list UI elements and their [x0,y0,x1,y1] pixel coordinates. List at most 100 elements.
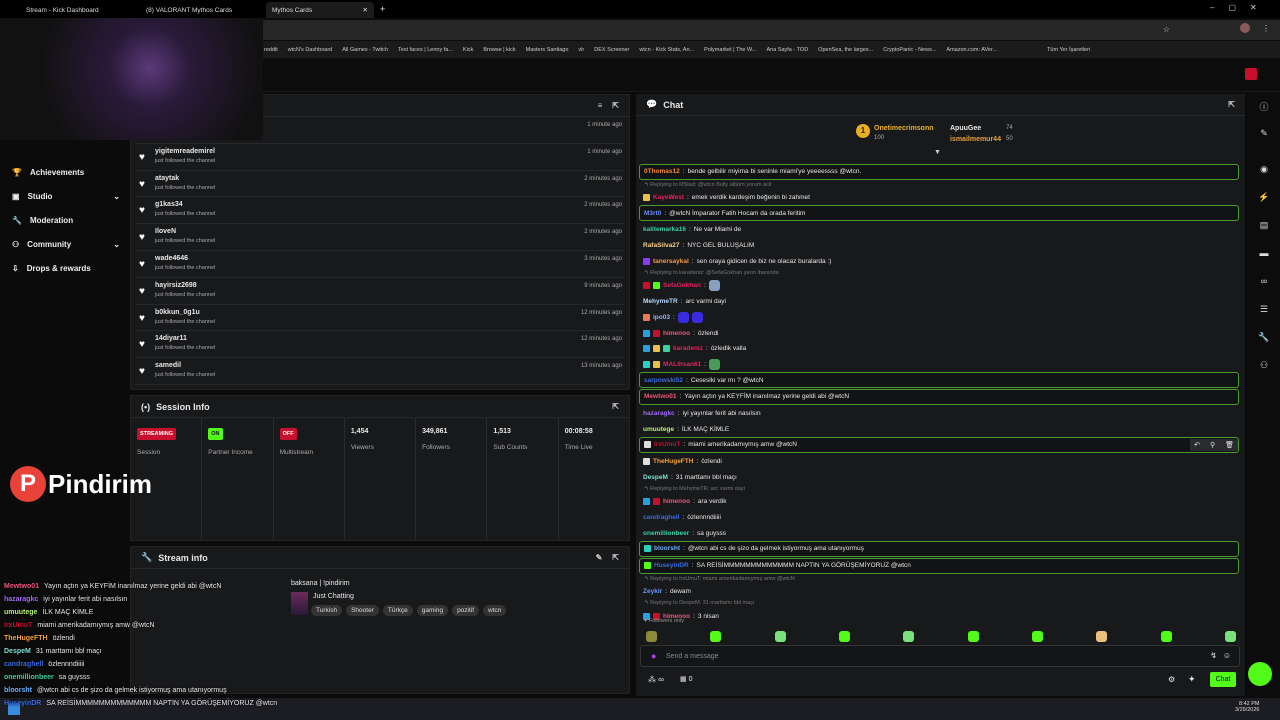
bookmark-item[interactable]: Kick [462,46,474,53]
chat-input[interactable]: ● Send a message ↯ ☺ [640,645,1240,667]
chat-message-row[interactable]: ipo03: [639,310,1239,326]
chat-message-row[interactable]: SefaGokhan: [639,278,1239,294]
chat-username[interactable]: MehymeTR [643,298,678,306]
pinned-toggle-icon[interactable]: ▼ [934,149,941,156]
chat-username[interactable]: Zeykir [643,587,663,595]
chat-username[interactable]: candraghell [643,514,680,522]
emote-icon[interactable] [967,631,979,642]
profile-avatar[interactable] [1240,23,1250,33]
delete-icon[interactable]: 🗑 [1225,441,1234,449]
chat-message-row[interactable]: himenoo:özlendi [639,325,1239,341]
bookmark-item[interactable]: Tüm Yer İşaretleri [1047,46,1091,53]
menu-icon[interactable]: ⋮ [1262,24,1270,33]
channel-points[interactable]: ⁂ ∞ [648,675,664,684]
sidebar-item-community[interactable]: ⚇Community⌄ [12,240,120,249]
chat-username[interactable]: DespeM [643,473,668,481]
emote-icon[interactable] [710,631,722,642]
chat-message-row[interactable]: TheHugeFTH:özlendi [639,454,1239,470]
bookmark-item[interactable]: Ana Sayfa - TOD [766,46,809,53]
emote-icon[interactable] [1031,631,1043,642]
chat-username[interactable]: himenoo [663,329,691,337]
emote-icon[interactable] [774,631,786,642]
chat-message-row[interactable]: IrxUmuT:miami amerikadamıymış amw @wtcN↶… [639,437,1239,453]
leaderboard-third-name[interactable]: ismailmemur44 [950,136,1001,143]
chat-username[interactable]: himenoo [663,612,691,620]
emote-icon[interactable] [646,631,657,642]
bookmark-item[interactable]: wtcN's Dashboard [287,46,333,53]
popout-icon[interactable]: ⇱ [612,402,619,411]
chat-message-row[interactable]: karadeniz:özledik valla [639,341,1239,357]
users-icon[interactable]: ⚇ [1259,360,1269,370]
chat-username[interactable]: M3rt0 [644,209,662,217]
chat-message-row[interactable]: onemillionbeer:sa guysss [639,525,1239,541]
chat-username[interactable]: onemillionbeer [643,529,690,537]
bookmark-item[interactable]: vlr [578,46,585,53]
chat-username[interactable]: TheHugeFTH [653,458,694,466]
popout-icon[interactable]: ⇱ [1228,100,1235,109]
puzzle-icon[interactable]: ✦ [1188,674,1196,684]
leaderboard-second-name[interactable]: ApuuGee [950,125,982,132]
stack-icon[interactable]: ☰ [1259,304,1269,314]
info-icon[interactable]: ⓘ [1259,102,1269,112]
chat-username[interactable]: kalitemarka16 [643,226,687,234]
bookmark-item[interactable]: reddit [264,46,278,53]
emote-icon[interactable] [903,631,915,642]
chat-message-row[interactable]: MehymeTR:arc varmi dayi [639,294,1239,310]
bookmark-item[interactable]: CryptoPanic - News... [883,46,937,53]
new-tab-icon[interactable]: + [380,4,386,14]
chat-message-row[interactable]: himenoo:ara verdik [639,494,1239,510]
chat-username[interactable]: 0Thomas12 [644,168,680,176]
sidebar-item-studio[interactable]: ▣Studio⌄ [12,192,120,201]
stream-tag[interactable]: pozitif [452,605,480,616]
bookmark-item[interactable]: All Games - Twitch [342,46,388,53]
chat-username[interactable]: KayeWest [653,194,684,202]
bolt-icon[interactable]: ⚡ [1258,192,1270,202]
sidebar-item-achievements[interactable]: 🏆Achievements [12,168,120,177]
chat-message-row[interactable]: umuutege:İLK MAÇ KİMLE [639,421,1239,437]
chat-message-row[interactable]: MALihsan61: [639,357,1239,373]
emote-icon[interactable] [1224,631,1236,642]
bookmark-item[interactable]: Amazon.com: AVer... [946,46,998,53]
chat-username[interactable]: umuutege [643,425,675,433]
store-button[interactable]: ▦ 0 [680,676,693,683]
chat-message-row[interactable]: Mewtwo01:Yayın açtın ya KEYFİM inanılmaz… [639,388,1239,405]
chat-message-row[interactable]: HuseyinDR:SA REİSİMMMMMMMMMMMMM NAPTIN Y… [639,557,1239,574]
emote-icon[interactable] [1160,631,1172,642]
bookmark-item[interactable]: OpenSea, the larges... [818,46,874,53]
chat-username[interactable]: SefaGokhan [663,282,701,290]
emoji-icon[interactable]: ☺ [1222,651,1231,660]
popout-icon[interactable]: ⇱ [612,101,619,110]
settings-icon[interactable]: ⚙ [1168,675,1176,684]
popout-icon[interactable]: ⇱ [612,553,619,562]
chat-username[interactable]: karadeniz [673,345,703,353]
chat-message-row[interactable]: hazaragkc:iyi yayınlar ferit abi nasılsı… [639,406,1239,422]
chat-message-row[interactable]: kalitemarka16:Ne var Miami de [639,222,1239,238]
windows-start-icon[interactable] [8,703,20,715]
microphone-icon[interactable]: ● [651,651,657,661]
edit-icon[interactable]: ✎ [595,553,603,562]
bookmark-item[interactable]: wtcn - Kick Stats, An... [639,46,695,53]
sidebar-item-moderation[interactable]: 🔧Moderation [12,216,120,225]
chat-icon[interactable]: ▬ [1259,248,1269,258]
send-chat-button[interactable]: Chat [1210,672,1236,687]
sidebar-item-drops-rewards[interactable]: ⇩Drops & rewards [12,264,120,273]
bookmark-item[interactable]: Browse | kick [483,46,516,53]
star-icon[interactable]: ☆ [1162,25,1170,34]
chat-username[interactable]: MALihsan61 [663,360,702,368]
stream-tag[interactable]: Turkish [311,605,343,616]
edit-icon[interactable]: ✎ [1260,128,1268,138]
chat-username[interactable]: hazaragkc [643,409,675,417]
chat-message-row[interactable]: KayeWest:emek verdik kardeşim beğenin bi… [639,190,1239,206]
address-bar[interactable]: ☆ ⋮ [260,20,1280,40]
stream-tag[interactable]: Shooter [346,605,379,616]
chat-username[interactable]: sarpowski52 [644,376,684,384]
chat-message-row[interactable]: 0Thomas12:bende gelbilir miyima bi senin… [639,164,1239,180]
pin-icon[interactable]: ⚲ [1209,441,1216,449]
emote-icon[interactable] [1096,631,1108,642]
stream-tag[interactable]: wtcn [483,605,507,616]
reply-icon[interactable]: ↶ [1194,441,1200,449]
chat-message-row[interactable]: M3rt0:@wtcN İmparator Fatih Hocam da ora… [639,205,1239,222]
document-icon[interactable]: ▤ [1259,220,1269,230]
chat-username[interactable]: himenoo [663,498,691,506]
